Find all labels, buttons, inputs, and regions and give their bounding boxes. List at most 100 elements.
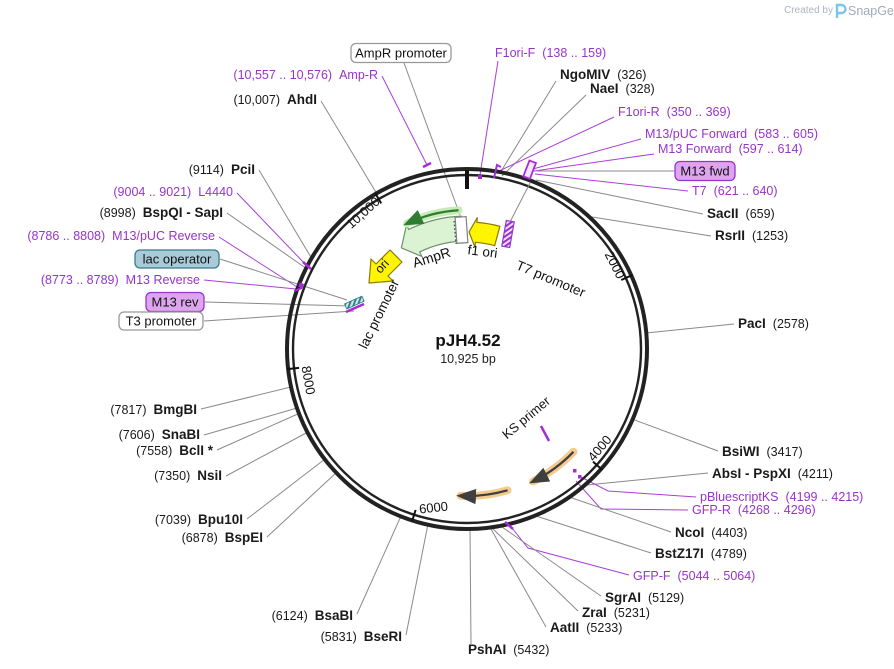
gfp-f-marker <box>504 521 514 530</box>
label-bstz17i[interactable]: BstZ17I(4789) <box>655 546 747 561</box>
callout-line-pshai <box>469 528 472 645</box>
label-rsrii[interactable]: RsrII(1253) <box>715 228 788 243</box>
callout-line-m13puc-forward <box>532 138 642 170</box>
callout-line-m13-forward <box>533 153 655 172</box>
lac-feature-line <box>345 302 365 314</box>
label-m13-forward[interactable]: M13 Forward(597 .. 614) <box>658 142 803 156</box>
callout-line-bmgbi <box>200 386 292 410</box>
feature-label-f1-ori[interactable]: f1 ori <box>467 242 499 261</box>
label-absi[interactable]: AbsI - PspXI(4211) <box>712 466 833 481</box>
label-bseri[interactable]: (5831)BseRI <box>321 629 402 644</box>
callout-line-bsiwi <box>631 418 719 452</box>
ampr-end-dots <box>453 220 457 245</box>
box-lac-operator[interactable] <box>134 249 220 269</box>
label-bpu10i[interactable]: (7039)Bpu10I <box>155 512 243 527</box>
label-paci[interactable]: PacI(2578) <box>738 316 809 331</box>
label-m13-reverse[interactable]: (8773 .. 8789)M13 Reverse <box>41 273 200 287</box>
callout-line-f1ori-f <box>479 60 499 176</box>
feature-orf-arrow-1[interactable] <box>529 451 575 484</box>
feature-ampr-gene[interactable] <box>400 215 463 258</box>
label-m13puc-forward[interactable]: M13/pUC Forward(583 .. 605) <box>645 127 818 141</box>
label-m13puc-reverse[interactable]: (8786 .. 8808)M13/pUC Reverse <box>27 229 215 243</box>
label-bsabi[interactable]: (6124)BsaBI <box>272 608 353 623</box>
label-bsiwi[interactable]: BsiWI(3417) <box>722 444 803 459</box>
callout-line-paci <box>645 323 735 334</box>
box-ampr-promoter[interactable] <box>350 42 452 64</box>
label-sacii[interactable]: SacII(659) <box>707 206 775 221</box>
label-l4440[interactable]: (9004 .. 9021)L4440 <box>113 185 233 199</box>
callout-line-snabi <box>203 407 298 436</box>
snapgene-logo-icon <box>835 3 847 19</box>
label-zrai[interactable]: ZraI(5231) <box>582 605 650 620</box>
feature-label-box-m13-fwd[interactable]: M13 fwd <box>674 160 736 182</box>
tick-label-6000: 6000 <box>418 499 448 517</box>
feature-label-box-ampr-promoter[interactable]: AmpR promoter <box>350 42 452 64</box>
label-f1ori-r[interactable]: F1ori-R(350 .. 369) <box>618 105 731 119</box>
callout-line-rsrii <box>585 215 712 237</box>
t7-promoter-box <box>501 219 515 249</box>
box-label-m13-rev: M13 rev <box>152 295 199 310</box>
feature-ampr-direction[interactable] <box>403 209 459 226</box>
label-pcii[interactable]: (9114)PciI <box>189 162 255 177</box>
label-f1ori-f[interactable]: F1ori-F(138 .. 159) <box>495 46 606 60</box>
callout-line-bsabi <box>356 515 402 615</box>
label-gfp-f[interactable]: GFP-F(5044 .. 5064) <box>633 569 755 583</box>
label-aatii[interactable]: AatII(5233) <box>550 620 622 635</box>
box-m13-fwd[interactable] <box>674 160 736 182</box>
feature-label-lac-promoter[interactable]: lac promoter <box>356 277 403 351</box>
label-bspqi[interactable]: (8998)BspQI - SapI <box>100 205 223 220</box>
box-label-m13-fwd: M13 fwd <box>680 164 729 179</box>
feature-label-box-lac-operator[interactable]: lac operator <box>134 249 220 269</box>
lac-operator-feature <box>344 295 365 310</box>
label-sgrai[interactable]: SgrAI(5129) <box>605 590 684 605</box>
callout-line-ncoi <box>568 496 672 533</box>
t7-feature-callout <box>509 182 531 223</box>
label-bcli[interactable]: (7558)BclI * <box>136 443 214 458</box>
tick-mark-8000 <box>287 366 300 371</box>
feature-label-t7-promoter[interactable]: T7 promoter <box>514 258 588 301</box>
callout-line-m13-reverse <box>203 279 297 290</box>
tick-mark-10000 <box>374 192 383 204</box>
feature-ori-arrow[interactable] <box>368 249 403 284</box>
callout-line-aatii <box>490 528 547 628</box>
label-snabi[interactable]: (7606)SnaBI <box>119 427 200 442</box>
snapgene-watermark: Created by SnapGene <box>784 3 894 19</box>
box-label-lac-operator: lac operator <box>143 252 212 267</box>
label-pbluescriptks[interactable]: pBluescriptKS(4199 .. 4215) <box>700 490 863 504</box>
callout-line-gfp-f <box>511 527 630 576</box>
feature-label-box-t3-promoter[interactable]: T3 promoter <box>118 311 204 331</box>
tick-label-2000: 2000 <box>602 249 628 282</box>
feature-label-box-m13-rev[interactable]: M13 rev <box>145 291 205 313</box>
feature-orf-arrow-2[interactable] <box>456 488 508 505</box>
pbluescriptks-marker <box>573 469 577 473</box>
ks-primer-marker <box>539 425 551 442</box>
f1-junction-box <box>454 215 469 244</box>
callout-line-bspei <box>266 471 338 538</box>
label-bspei[interactable]: (6878)BspEI <box>182 530 263 545</box>
callout-line-ahdi <box>320 100 378 195</box>
callout-line-sacii <box>535 179 704 215</box>
box-t3-promoter[interactable] <box>118 311 204 331</box>
label-amp-r[interactable]: (10,557 .. 10,576)Amp-R <box>233 68 378 82</box>
label-ahdi[interactable]: (10,007)AhdI <box>233 92 317 107</box>
watermark-prefix: Created by <box>784 5 833 16</box>
label-t7[interactable]: T7(621 .. 640) <box>692 184 778 198</box>
tick-label-8000: 8000 <box>299 365 319 396</box>
f1ori-r-marker <box>493 163 502 179</box>
feature-f1-ori-arrow[interactable] <box>468 217 501 248</box>
label-ncoi[interactable]: NcoI(4403) <box>675 525 747 540</box>
label-ngomiv[interactable]: NgoMIV(326) <box>560 67 646 82</box>
label-gfp-r[interactable]: GFP-R(4268 .. 4296) <box>692 503 816 517</box>
label-nsii[interactable]: (7350)NsiI <box>154 468 222 483</box>
callout-line-l4440 <box>236 192 307 266</box>
m13-fwd-site-marker <box>522 159 538 181</box>
callout-line-bpu10i <box>246 458 326 520</box>
tick-mark-4000 <box>592 460 603 471</box>
callout-line-t3-promoter <box>203 310 355 322</box>
label-bmgbi[interactable]: (7817)BmgBI <box>110 402 197 417</box>
label-pshai[interactable]: PshAI(5432) <box>468 642 549 657</box>
label-naei[interactable]: NaeI(328) <box>590 81 655 96</box>
callout-line-bseri <box>405 523 429 636</box>
callout-line-zrai <box>491 527 579 612</box>
